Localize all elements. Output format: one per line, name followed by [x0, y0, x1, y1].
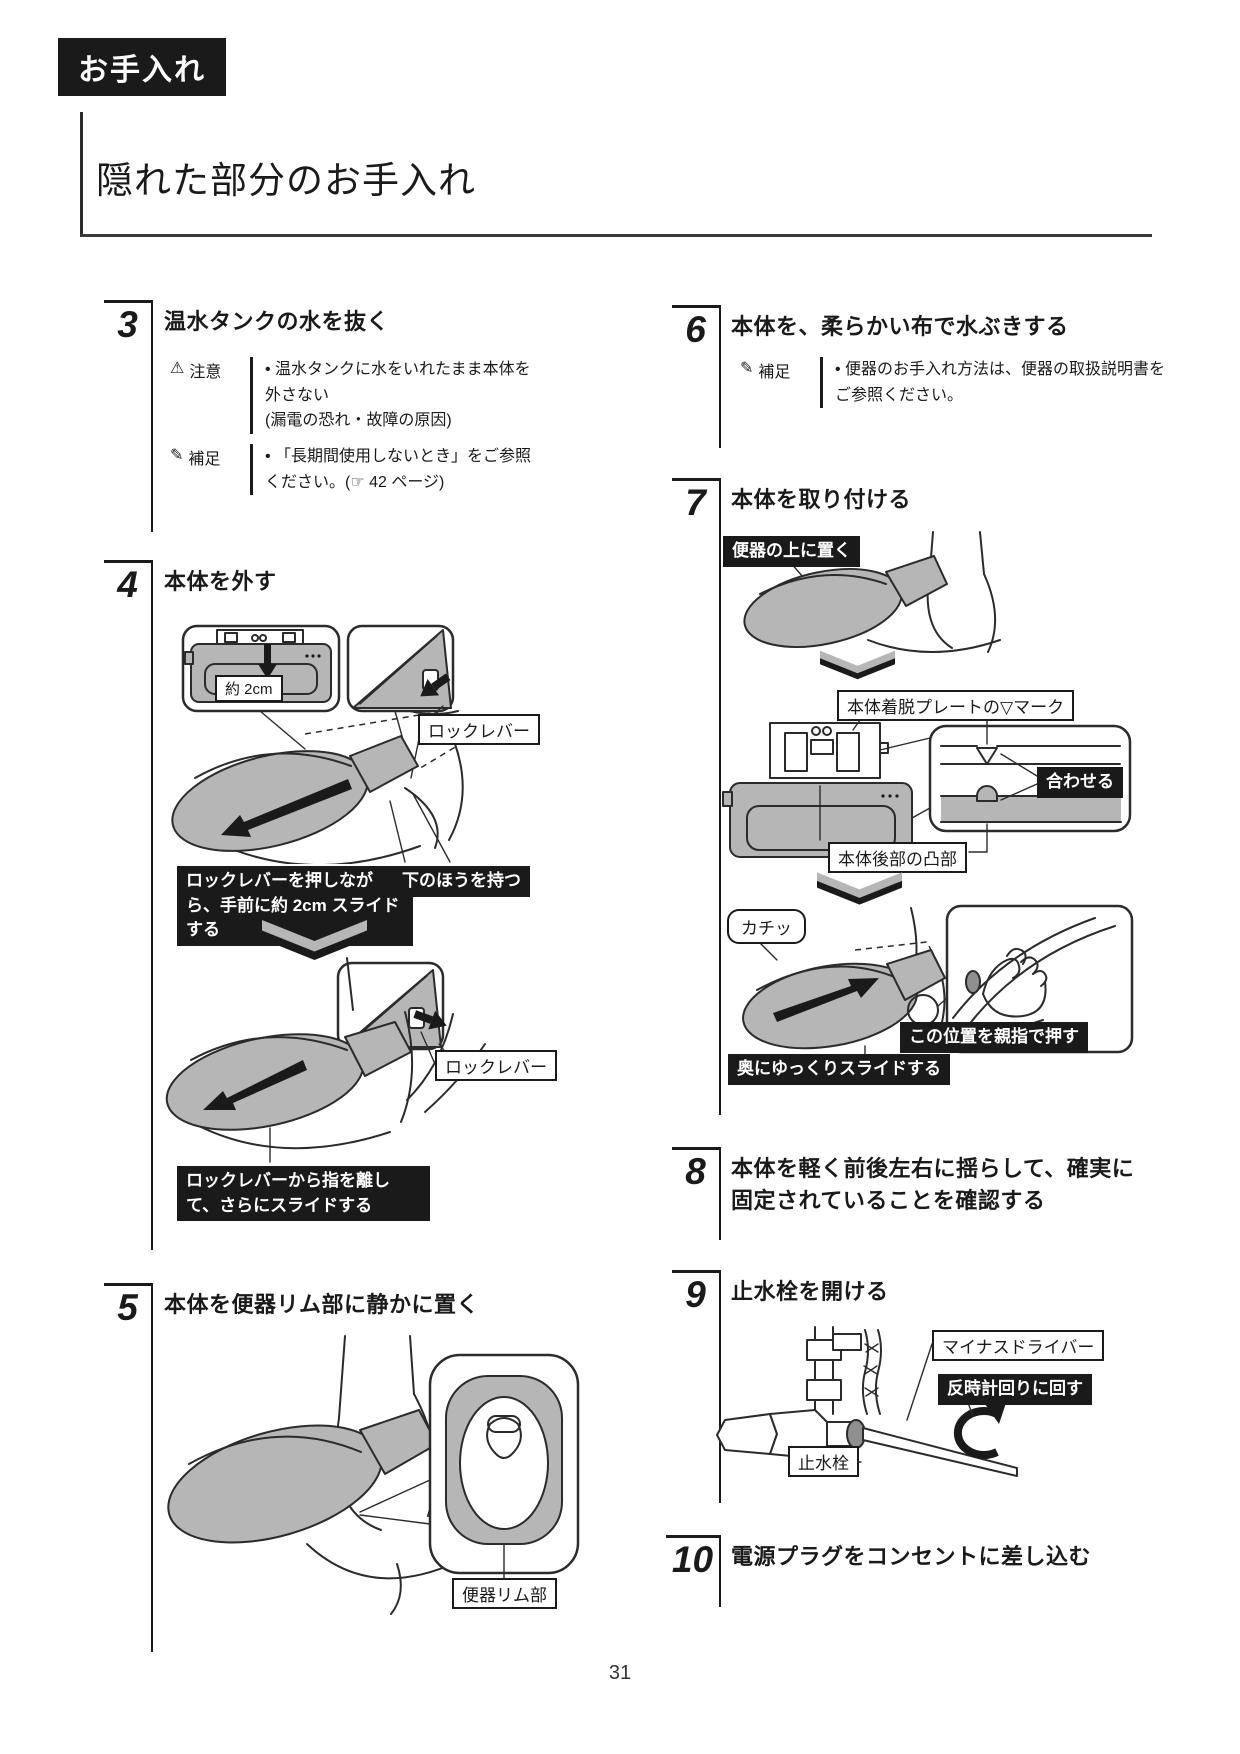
press-arrow — [420, 673, 451, 697]
page-title: 隠れた部分のお手入れ — [96, 160, 476, 201]
illustration-remove-unit-release — [165, 957, 486, 1163]
press-point-circle — [907, 994, 939, 1026]
toilet-seat-unit — [743, 555, 948, 648]
step4-number: 4 — [104, 560, 151, 607]
label-turn-counterclockwise: 反時計回りに回す — [938, 1374, 1092, 1405]
toilet-seat-unit — [167, 1409, 438, 1544]
illustration-align-plate — [722, 712, 1132, 858]
step3-note: ✎ 補足 • 「長期間使用しないとき」をご参照ください。(☞ 42 ページ) — [170, 444, 533, 496]
illustration-open-shutoff-valve — [716, 1326, 1018, 1477]
step6-rule — [719, 305, 721, 448]
toilet-seat-unit — [165, 1021, 412, 1131]
step4-title: 本体を外す — [164, 569, 277, 594]
step3-title: 温水タンクの水を抜く — [164, 309, 390, 334]
label-flathead-screwdriver: マイナスドライバー — [932, 1330, 1105, 1361]
label-toilet-rim: 便器リム部 — [452, 1578, 557, 1609]
step6-number: 6 — [672, 305, 719, 352]
section-tag: お手入れ — [58, 38, 226, 96]
note-text: • 便器のお手入れ方法は、便器の取扱説明書をご参照ください。 — [835, 361, 1166, 404]
flathead-screwdriver — [862, 1427, 1018, 1477]
step10-rule — [719, 1535, 721, 1607]
step4-rule — [151, 560, 153, 1250]
inset-lock-lever-press — [346, 624, 455, 713]
label-place-on-toilet: 便器の上に置く — [723, 536, 860, 567]
step9-rule — [719, 1270, 721, 1503]
pencil-icon: ✎ — [170, 447, 184, 464]
release-arrow — [413, 1010, 447, 1030]
label-press-with-thumb: この位置を親指で押す — [900, 1022, 1088, 1053]
label-push-and-slide: ロックレバーを押しながら、手前に約 2cm スライドする — [177, 866, 413, 946]
label-lock-lever-2: ロックレバー — [435, 1050, 557, 1081]
step5-title: 本体を便器リム部に静かに置く — [164, 1292, 480, 1317]
label-slide-slowly-back: 奥にゆっくりスライドする — [728, 1054, 950, 1085]
page-number: 31 — [608, 1662, 632, 1684]
chevron-down-arrow — [262, 920, 367, 960]
illustration-place-on-rim — [167, 1335, 580, 1615]
step7-title: 本体を取り付ける — [731, 487, 912, 512]
illustration-place-on-toilet — [743, 531, 1001, 653]
unit-rear — [722, 782, 913, 858]
inset-rim-top-view — [428, 1353, 580, 1579]
step5-rule — [151, 1283, 153, 1652]
label-rear-protrusion: 本体後部の凸部 — [828, 842, 967, 873]
label-release-and-slide: ロックレバーから指を離して、さらにスライドする — [177, 1166, 430, 1222]
step6-title: 本体を、柔らかい布で水ぶきする — [731, 314, 1069, 339]
caution-label: 注意 — [189, 364, 222, 381]
step8-rule — [719, 1147, 721, 1240]
label-align: 合わせる — [1037, 767, 1123, 798]
chevron-down-arrow — [817, 872, 902, 905]
down-arrow — [258, 644, 277, 679]
mounting-plate — [769, 722, 889, 779]
step6-note: ✎ 補足 • 便器のお手入れ方法は、便器の取扱説明書をご参照ください。 — [740, 357, 1180, 409]
step3-rule — [151, 300, 153, 532]
step3-number: 3 — [104, 300, 151, 347]
caution-text: • 温水タンクに水をいれたまま本体を外さない — [265, 361, 531, 404]
title-left-rule — [80, 112, 83, 236]
counterclockwise-arrow — [953, 1407, 999, 1459]
section-tag-label: お手入れ — [78, 54, 206, 87]
slide-arrow — [203, 1060, 307, 1110]
label-plate-triangle-mark: 本体着脱プレートの▽マーク — [837, 690, 1075, 721]
note-label: 補足 — [758, 364, 791, 381]
label-shutoff-valve: 止水栓 — [788, 1446, 859, 1477]
toilet-line-art — [867, 531, 1001, 653]
step5-number: 5 — [104, 1283, 151, 1330]
slide-arrow — [773, 978, 879, 1022]
slide-arrow — [221, 779, 352, 837]
label-approx-2cm: 約 2cm — [215, 675, 283, 702]
caution-subtext: (漏電の恐れ・故障の原因) — [265, 412, 452, 430]
label-click-sound: カチッ — [727, 909, 806, 944]
inset-lock-lever-release — [336, 961, 447, 1051]
step10-title: 電源プラグをコンセントに差し込む — [731, 1544, 1092, 1569]
rear-protrusion — [976, 785, 998, 802]
step9-title: 止水栓を開ける — [731, 1279, 889, 1304]
step9-number: 9 — [672, 1270, 719, 1317]
triangle-mark — [976, 747, 998, 765]
note-text: • 「長期間使用しないとき」をご参照ください。(☞ 42 ページ) — [265, 448, 532, 491]
label-hold-bottom: 下のほうを持つ — [393, 866, 530, 897]
step7-number: 7 — [672, 478, 719, 525]
note-label: 補足 — [188, 451, 221, 468]
caution-triangle-icon: ⚠ — [170, 360, 185, 377]
step8-number: 8 — [672, 1147, 719, 1194]
inset-align-marks — [928, 724, 1132, 833]
title-underline — [80, 234, 1152, 237]
pencil-icon: ✎ — [740, 360, 754, 377]
toilet-seat-unit — [171, 735, 419, 852]
label-lock-lever: ロックレバー — [418, 714, 540, 745]
step10-number: 10 — [666, 1535, 719, 1582]
chevron-down-arrow — [820, 650, 895, 680]
toilet-seat-unit — [742, 949, 946, 1050]
water-pipes — [716, 1326, 882, 1459]
step3-caution: ⚠ 注意 • 温水タンクに水をいれたまま本体を外さない (漏電の恐れ・故障の原因… — [170, 357, 533, 434]
step7-rule — [719, 478, 721, 1115]
step8-title: 本体を軽く前後左右に揺らして、確実に固定されていることを確認する — [731, 1156, 1135, 1213]
